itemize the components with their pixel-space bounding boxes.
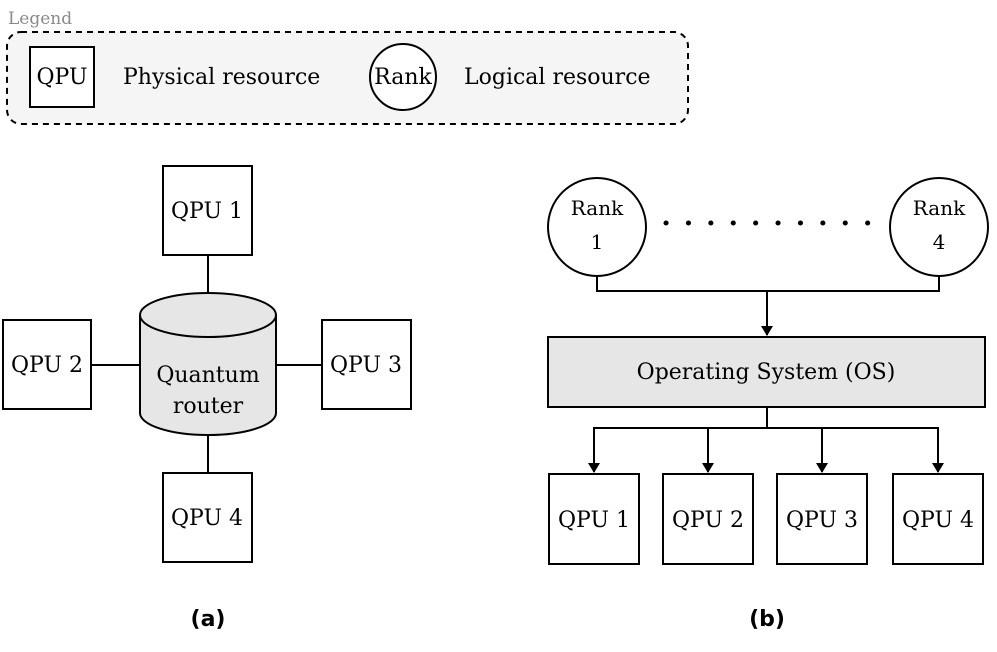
panel-b-caption: (b) — [749, 607, 785, 632]
os-box — [547, 336, 986, 408]
rank-circle-1 — [547, 177, 647, 277]
legend-circle-label: Rank — [374, 65, 432, 90]
os-qpu-label-1: QPU 1 — [558, 508, 630, 533]
legend-square-symbol — [29, 46, 95, 108]
panel-a: Quantum router QPU 1 QPU 2 QPU 3 QPU 4 (… — [2, 165, 412, 632]
os-label: Operating System (OS) — [637, 360, 896, 385]
rank-4-line2: 4 — [933, 230, 946, 254]
router-label-line2: router — [173, 394, 244, 419]
rank-4-line1: Rank — [913, 196, 966, 220]
legend-square-meaning: Physical resource — [123, 65, 320, 90]
os-qpu-label-4: QPU 4 — [902, 508, 974, 533]
router-body — [139, 315, 277, 436]
panel-b: Rank 1 Rank 4 Operating System (OS) QPU … — [547, 177, 989, 632]
legend: Legend QPU Physical resource Rank Logica… — [6, 9, 689, 125]
rank-1-line2: 1 — [591, 230, 604, 254]
os-qpu-box-4 — [892, 473, 984, 565]
qpu-label-3: QPU 3 — [330, 353, 402, 378]
legend-square-label: QPU — [37, 65, 88, 90]
qpu-box-3 — [321, 319, 412, 410]
qpu-box-4 — [162, 472, 253, 563]
legend-circle-symbol — [369, 43, 437, 111]
router-top — [139, 292, 277, 338]
qpu-label-4: QPU 4 — [171, 506, 243, 531]
qpu-box-1 — [162, 165, 253, 256]
quantum-router: Quantum router — [139, 292, 277, 436]
os-qpu-box-2 — [662, 473, 754, 565]
qpu-label-2: QPU 2 — [11, 353, 83, 378]
qpu-box-2 — [2, 319, 92, 410]
os-qpu-box-1 — [548, 473, 640, 565]
os-qpu-label-2: QPU 2 — [672, 508, 744, 533]
rank-1-line1: Rank — [571, 196, 624, 220]
os-qpu-box-3 — [776, 473, 868, 565]
legend-title: Legend — [8, 9, 72, 29]
qpu-label-1: QPU 1 — [171, 199, 243, 224]
legend-circle-meaning: Logical resource — [464, 65, 651, 90]
panel-a-caption: (a) — [191, 607, 226, 632]
router-label-line1: Quantum — [156, 363, 260, 388]
legend-box — [6, 31, 689, 125]
rank-circle-4 — [889, 177, 989, 277]
os-qpu-label-3: QPU 3 — [786, 508, 858, 533]
